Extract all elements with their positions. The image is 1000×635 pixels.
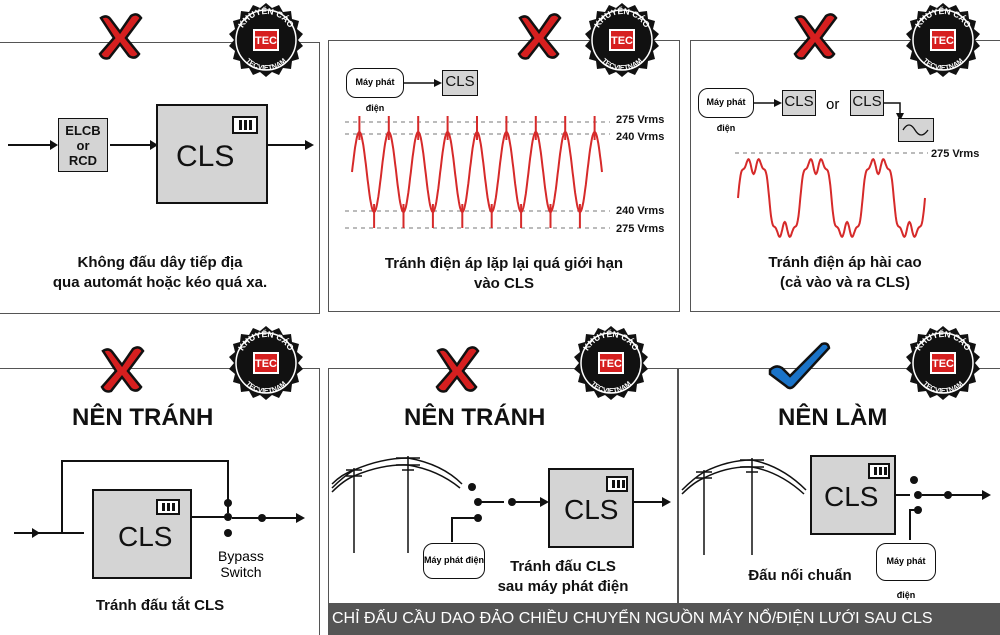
overvoltage-waveform (345, 116, 610, 229)
panel-harmonics (690, 40, 1000, 312)
caption-line: Tránh đấu CLS (510, 558, 616, 575)
caption-line: Không đấu dây tiếp địa (77, 254, 243, 271)
bottom-notice-bar: CHỈ ĐẤU CẦU DAO ĐẢO CHIỀU CHUYỂN NGUỒN M… (328, 603, 1000, 635)
bypass-switch-label: Bypass Switch (218, 548, 264, 580)
cls-box-small: CLS (782, 90, 816, 116)
caption-line: qua automát hoặc kéo quá xa. (52, 274, 268, 291)
power-lines-icon (681, 458, 807, 555)
svg-text:TEC: TEC (255, 35, 277, 47)
elcb-label: ELCB (65, 123, 101, 138)
cls-device: CLS (810, 455, 896, 535)
panel5-wiring (451, 483, 671, 542)
advisory-badge: KHUYẾN CÁO TECVIETNAM TEC (228, 2, 304, 78)
voltage-label: 240 Vrms (616, 205, 665, 217)
panel1-wiring (8, 140, 314, 150)
cross-icon (435, 346, 480, 393)
cls-label: CLS (564, 494, 619, 525)
cls-box-small: CLS (850, 90, 884, 116)
phase-indicator-icon (232, 116, 258, 134)
or-label: or (76, 138, 90, 153)
panel-heading: NÊN TRÁNH (72, 404, 214, 431)
advisory-badge: KHUYẾN CÁO TECVIETNAM TEC (905, 2, 981, 78)
svg-text:TEC: TEC (932, 35, 954, 47)
phase-indicator-icon (868, 463, 890, 479)
bypass-line: Switch (220, 564, 262, 580)
voltage-label: 240 Vrms (616, 131, 665, 143)
bypass-wiring (14, 460, 305, 538)
voltage-label: 275 Vrms (616, 114, 665, 126)
cls-label: CLS (118, 521, 173, 552)
cls-label: CLS (824, 481, 879, 512)
generator-box: Máy phát điện (423, 543, 485, 579)
bypass-line: Bypass (218, 548, 264, 564)
gen-to-cls-arrow (754, 99, 782, 107)
advisory-badge: KHUYẾN CÁO TECVIETNAM TEC (573, 325, 649, 401)
cross-icon (793, 13, 838, 60)
generator-box: Máy phát điện (876, 543, 936, 600)
panel6-caption: Đấu nối chuẩn (748, 567, 852, 584)
advisory-badge: KHUYẾN CÁO TECVIETNAM TEC (584, 2, 660, 78)
cross-icon (98, 13, 143, 60)
panel2-caption: Tránh điện áp lặp lại quá giới hạn vào C… (328, 254, 680, 294)
cls-label: CLS (176, 140, 235, 173)
panel3-caption: Tránh điện áp hài cao (cả vào và ra CLS) (690, 253, 1000, 293)
panel4-caption: Tránh đấu tắt CLS (95, 597, 225, 614)
advisory-badge: KHUYẾN CÁO TECVIETNAM TEC (228, 325, 304, 401)
cls-device: CLS (548, 468, 634, 548)
cls-device: CLS (92, 489, 192, 579)
sine-icon (902, 124, 929, 136)
panel1-caption: Không đấu dây tiếp địa qua automát hoặc … (0, 253, 320, 293)
panel5-caption: Tránh đấu CLS sau máy phát điện (488, 557, 638, 597)
phase-indicator-icon (606, 476, 628, 492)
phase-indicator-icon (156, 499, 180, 515)
advisory-badge: KHUYẾN CÁO TECVIETNAM TEC (905, 325, 981, 401)
panel-heading: NÊN LÀM (778, 404, 888, 431)
harmonic-waveform (735, 152, 928, 239)
generator-box: Máy phát điện (346, 68, 404, 113)
caption-line: Tránh điện áp hài cao (768, 254, 922, 271)
cls-device: CLS (156, 104, 268, 204)
voltage-label: 275 Vrms (931, 148, 980, 160)
panel6-wiring (876, 476, 991, 540)
cross-icon (100, 346, 145, 393)
caption-line: vào CLS (473, 275, 534, 292)
check-icon (768, 342, 831, 390)
elcb-rcd-box: ELCB or RCD (58, 118, 108, 172)
svg-text:TEC: TEC (932, 358, 954, 370)
svg-text:TEC: TEC (611, 35, 633, 47)
cls-box-small: CLS (442, 70, 478, 96)
caption-line: (cả vào và ra CLS) (779, 274, 911, 291)
cross-icon (517, 13, 562, 60)
svg-text:TEC: TEC (255, 358, 277, 370)
cls-to-filter-arrow (884, 102, 904, 121)
or-label: or (826, 96, 840, 113)
power-lines-icon (331, 456, 463, 553)
generator-box: Máy phát điện (698, 88, 754, 133)
harmonic-filter-box (898, 118, 934, 142)
caption-line: sau máy phát điện (497, 578, 629, 595)
caption-line: Tránh điện áp lặp lại quá giới hạn (384, 255, 624, 272)
rcd-label: RCD (68, 153, 98, 168)
voltage-label: 275 Vrms (616, 223, 665, 235)
gen-to-cls-arrow (404, 79, 442, 87)
panel-heading: NÊN TRÁNH (404, 404, 546, 431)
svg-text:TEC: TEC (600, 358, 622, 370)
